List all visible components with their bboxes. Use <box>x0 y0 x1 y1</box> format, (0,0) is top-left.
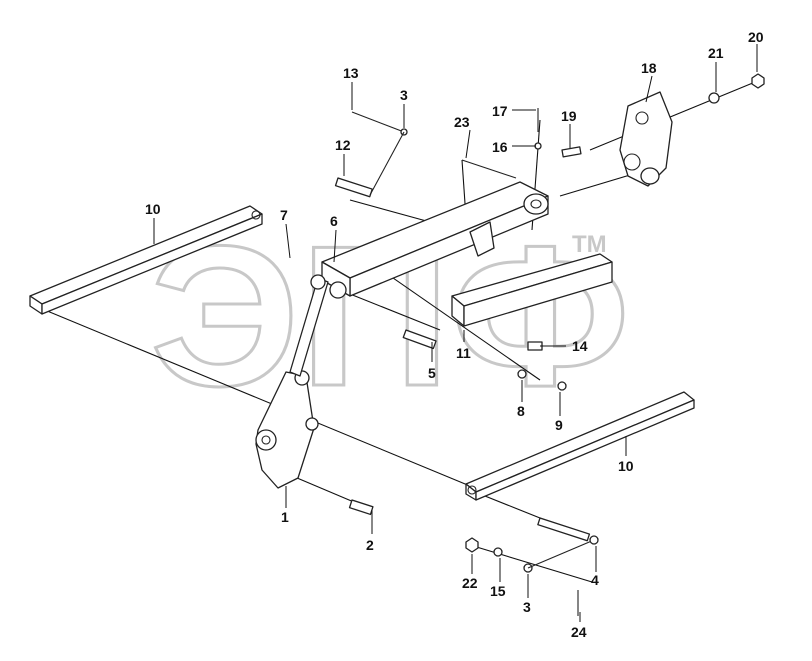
watermark-trademark: TM <box>572 231 607 258</box>
callout-24: 24 <box>571 624 587 640</box>
channel-bracket <box>451 253 613 327</box>
callout-12: 12 <box>335 137 351 153</box>
callout-labels: 13 3 12 23 17 16 19 18 21 20 10 7 6 11 1… <box>145 29 764 640</box>
callout-5: 5 <box>428 365 436 381</box>
callout-21: 21 <box>708 45 724 61</box>
callout-22: 22 <box>462 575 478 591</box>
callout-15: 15 <box>490 583 506 599</box>
callout-3-upper: 3 <box>400 87 408 103</box>
tube-bracket <box>469 221 495 257</box>
callout-11: 11 <box>456 345 471 361</box>
callout-17: 17 <box>492 103 508 119</box>
mounting-bracket <box>619 91 673 187</box>
lift-arm <box>255 370 319 489</box>
callout-9: 9 <box>555 417 563 433</box>
callout-14: 14 <box>572 338 588 354</box>
callout-23: 23 <box>454 114 470 130</box>
callout-2: 2 <box>366 537 374 553</box>
callout-10-upper: 10 <box>145 201 161 217</box>
callout-8: 8 <box>517 403 525 419</box>
leader-lines <box>153 44 758 622</box>
callout-19: 19 <box>561 108 577 124</box>
callout-20: 20 <box>748 29 764 45</box>
callout-1: 1 <box>281 509 289 525</box>
callout-4: 4 <box>591 572 599 588</box>
callout-16: 16 <box>492 139 508 155</box>
callout-13: 13 <box>343 65 359 81</box>
callout-7: 7 <box>280 207 288 223</box>
bar-lower-right <box>465 391 695 501</box>
callout-3-lower: 3 <box>523 599 531 615</box>
fasteners <box>351 73 765 616</box>
callout-18: 18 <box>641 60 657 76</box>
bar-upper-left <box>29 205 263 315</box>
callout-10-lower: 10 <box>618 458 634 474</box>
callout-6: 6 <box>330 213 338 229</box>
upper-link <box>289 274 347 377</box>
